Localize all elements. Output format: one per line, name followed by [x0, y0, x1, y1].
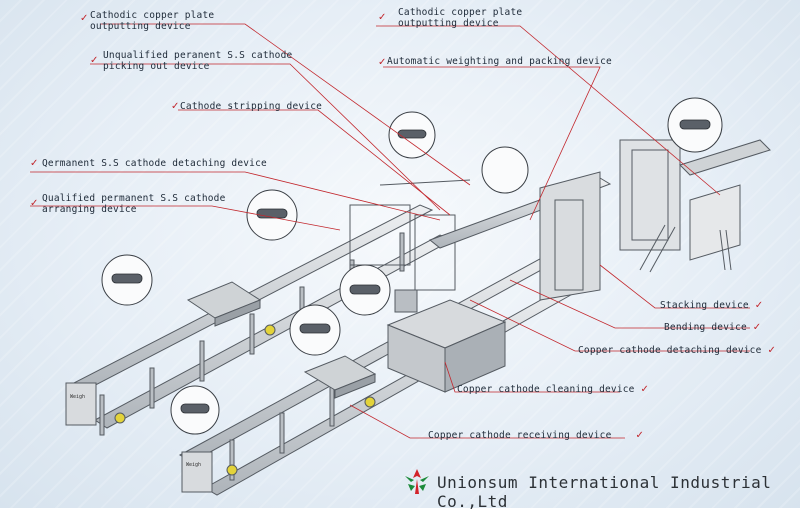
label-stripping: ✓ Cathode stripping device: [171, 101, 323, 112]
company-logo-icon: [405, 469, 429, 494]
label-qualified-arranging: ✓ Qualified permanent S.S cathode arrang…: [30, 193, 226, 215]
check-icon: ✓: [30, 198, 39, 209]
label-permanent-detaching: ✓ Qermanent S.S cathode detaching device: [30, 158, 267, 169]
label-text: Bending device: [664, 322, 747, 333]
leader-lines: [30, 23, 750, 439]
label-cathodic-plate-out-right: ✓ Cathodic copper plate outputting devic…: [378, 7, 523, 29]
check-icon: ✓: [767, 345, 777, 356]
label-text: Qualified permanent S.S cathode arrangin…: [42, 193, 226, 215]
company-name: Unionsum International Industrial Co.,Lt…: [437, 473, 772, 511]
cleaning-box: [386, 299, 507, 393]
label-text: Stacking device: [660, 300, 749, 311]
label-text: Cathodic copper plate outputting device: [398, 7, 523, 29]
label-weighting-packing: ✓ Automatic weighting and packing device: [378, 56, 612, 68]
left-conveyor: [65, 204, 454, 436]
gear-chain-icon: [101, 97, 723, 435]
check-icon: ✓: [90, 55, 99, 66]
chain-links: [111, 119, 711, 414]
label-text: Automatic weighting and packing device: [387, 56, 612, 67]
label-text: Cathode stripping device: [180, 101, 323, 112]
label-bending: Bending device ✓: [664, 322, 761, 333]
label-text: Copper cathode detaching device: [578, 345, 762, 356]
check-icon: ✓: [171, 101, 180, 112]
label-unqualified-picking: ✓ Unqualified peranent S.S cathode picki…: [90, 50, 293, 72]
label-text: Unqualified peranent S.S cathode picking…: [103, 50, 293, 72]
transfer-rail: [428, 171, 612, 301]
check-icon: ✓: [378, 57, 387, 68]
label-text: Qermanent S.S cathode detaching device: [42, 158, 267, 169]
label-text: Copper cathode receiving device: [428, 430, 612, 441]
label-stacking: Stacking device ✓: [660, 300, 763, 311]
check-icon: ✓: [640, 384, 650, 395]
packing-station: [619, 139, 771, 273]
label-text: Copper cathode cleaning device: [457, 384, 635, 395]
label-copper-detaching: Copper cathode detaching device ✓: [578, 345, 776, 356]
label-copper-cleaning: Copper cathode cleaning device ✓: [457, 384, 649, 395]
label-copper-receiving: Copper cathode receiving device ✓: [428, 430, 644, 441]
check-icon: ✓: [635, 430, 645, 441]
check-icon: ✓: [378, 12, 387, 23]
weigher-text-2: Weigh: [186, 462, 201, 468]
check-icon: ✓: [80, 13, 89, 24]
label-text: Cathodic copper plate outputting device: [90, 10, 215, 32]
check-icon: ✓: [754, 300, 764, 311]
check-icon: ✓: [30, 158, 39, 169]
stripping-frame: [349, 179, 471, 313]
label-cathodic-plate-out-left: ✓ Cathodic copper plate outputting devic…: [80, 10, 215, 32]
weigher-text-1: Weigh: [70, 394, 85, 400]
check-icon: ✓: [752, 322, 762, 333]
